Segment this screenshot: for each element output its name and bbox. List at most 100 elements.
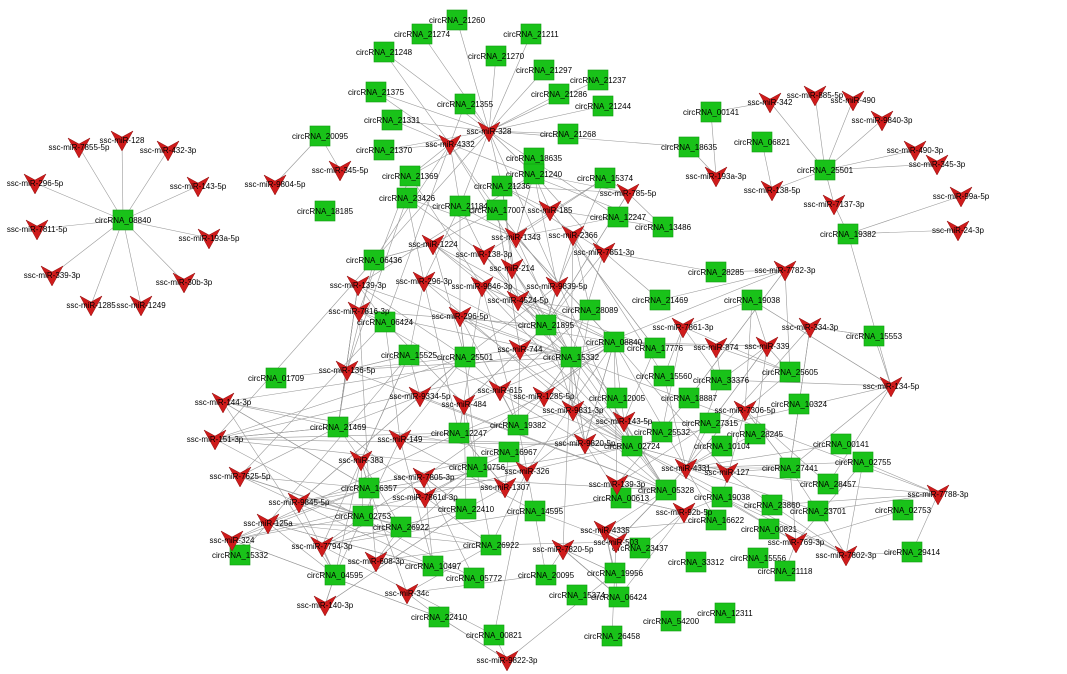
mirna-label: ssc-miR-785-5p [600,189,657,198]
circrna-square [592,95,614,117]
edge [231,515,364,541]
circrna-square [710,369,732,391]
circrna-node: circRNA_15560 [636,365,693,387]
mirna-v-shape [186,176,210,198]
circrna-square [837,223,859,245]
circrna-square [652,216,674,238]
edge [809,326,875,337]
circrna-square [557,123,579,145]
edge [360,459,402,528]
mirna-v-shape [755,336,779,358]
edge [488,93,560,132]
mirna-label: ssc-miR-1249 [116,301,166,310]
edge [526,397,618,472]
edge [814,94,826,171]
mirna-node: ssc-miR-7788-3p [908,484,969,506]
mirna-label: ssc-miR-326 [505,467,550,476]
mirna-label: ssc-miR-345-5p [312,166,369,175]
circrna-square [807,500,829,522]
edge [358,310,667,491]
circrna-label: circRNA_18185 [297,207,354,216]
mirna-label: ssc-miR-1307 [480,483,530,492]
circrna-square [711,486,733,508]
mirna-label: ssc-miR-138-3p [456,250,513,259]
edge [499,389,633,447]
edge [488,130,569,135]
edge [419,395,667,491]
edge [222,401,510,453]
edge [463,324,547,405]
circrna-label: circRNA_05772 [446,574,503,583]
mirna-v-shape [263,174,287,196]
mirna-node: ssc-miR-136-5p [319,360,376,382]
circrna-label: circRNA_16622 [688,516,745,525]
mirna-v-shape [347,301,371,323]
mirna-v-shape [508,339,532,361]
circrna-node: circRNA_08840 [95,209,152,231]
circrna-label: circRNA_16357 [341,484,398,493]
edge [847,195,962,235]
edge [710,111,717,177]
mirna-v-shape [25,219,49,241]
circrna-square [779,457,801,479]
circrna-label: circRNA_12005 [589,394,646,403]
mirna-node: ssc-miR-345-5p [312,160,369,182]
mirna-v-shape [211,392,235,414]
circrna-node: circRNA_23860 [744,494,801,516]
edge [545,324,586,444]
mirna-label: ssc-miR-30b-3p [156,278,213,287]
mirna-label: ssc-miR-138-5p [744,186,801,195]
circrna-label: circRNA_19038 [724,296,781,305]
edge [483,253,547,326]
edge [122,219,142,306]
circrna-label: circRNA_28285 [688,268,745,277]
edge [771,504,847,556]
edge [449,143,667,491]
edge [214,259,375,440]
mirna-node: ssc-miR-139-3p [589,474,646,496]
mirna-label: ssc-miR-490-3p [887,146,944,155]
mirna-node: ssc-miR-874 [694,337,739,359]
circrna-square [485,45,507,67]
circrna-square [788,393,810,415]
mirna-v-shape [573,433,597,455]
circrna-node: circRNA_25501 [797,159,854,181]
mirna-node: ssc-miR-339 [745,336,790,358]
circrna-node: circRNA_00141 [683,101,740,123]
circrna-label: circRNA_25532 [634,428,691,437]
mirna-label: ssc-miR-328 [467,127,512,136]
circrna-node: circRNA_02753 [875,499,932,521]
edge [239,475,402,528]
mirna-node: ssc-miR-7861d-3p [392,487,458,509]
edge [375,91,451,145]
edge [789,467,797,543]
mirna-v-shape [40,265,64,287]
circrna-square [711,435,733,457]
circrna-label: circRNA_14595 [507,507,564,516]
circrna-node: circRNA_12247 [431,422,488,444]
mirna-node: ssc-miR-143-5p [596,411,653,433]
edge [368,486,506,489]
edge [515,236,615,343]
mirna-node: ssc-miR-9846-3p [452,276,513,298]
circrna-node: circRNA_21260 [429,9,486,31]
edge [515,216,619,238]
circrna-square [608,586,630,608]
circrna-square [365,81,387,103]
mirna-label: ssc-miR-7788-3p [908,490,969,499]
circrna-label: circRNA_21469 [310,423,367,432]
mirna-node: ssc-miR-9804-5p [245,174,306,196]
edge [562,356,572,550]
edge [613,341,728,473]
circrna-label: circRNA_10324 [771,400,828,409]
edge [298,356,466,503]
circrna-node: circRNA_21240 [506,163,563,185]
mirna-node: ssc-miR-7861-3p [653,317,714,339]
mirna-label: ssc-miR-7851-3p [574,248,635,257]
mirna-label: ssc-miR-134-5p [863,382,920,391]
mirna-node: ssc-miR-383 [339,450,384,472]
edge [239,426,339,477]
mirna-node: ssc-miR-9820-5p [555,433,616,455]
edge [408,280,425,356]
mirna-v-shape [760,180,784,202]
